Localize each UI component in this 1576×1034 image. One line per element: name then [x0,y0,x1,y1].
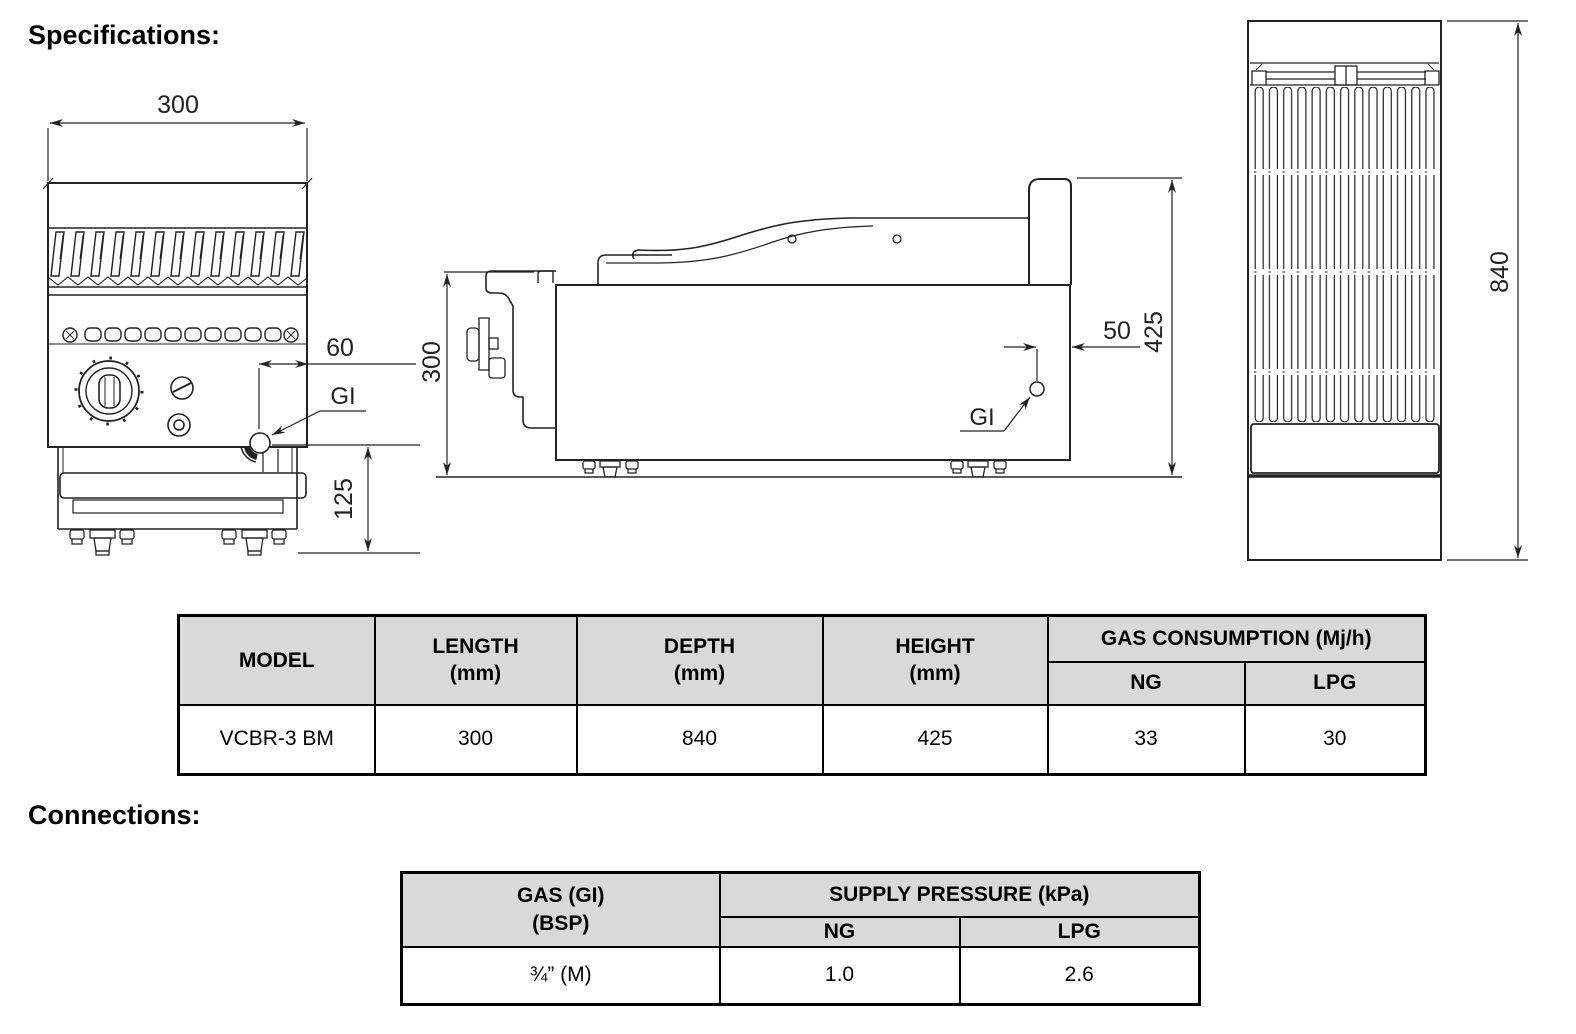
spec-header-model: MODEL [177,614,376,706]
spec-cell-height: 425 [821,703,1049,776]
conn-header-ng: NG [718,915,961,948]
gas-inlet-front [240,432,279,472]
control-knob [74,356,144,426]
front-vent-row [62,327,299,343]
conn-header-lpg: LPG [958,915,1201,948]
conn-cell-gas: ¾” (M) [400,945,721,1006]
conn-header-supply-pressure: SUPPLY PRESSURE (kPa) [718,871,1201,918]
spec-header-lpg: LPG [1243,660,1427,706]
spec-cell-ng: 33 [1046,703,1246,776]
front-gas-offset-dimension [258,360,416,429]
spec-cell-length: 300 [373,703,578,776]
front-body-outline [47,182,308,448]
side-gas-offset-label: 50 [1103,317,1131,345]
side-gi-label: GI [969,404,994,431]
front-gas-offset-label: 60 [326,334,354,362]
spec-header-height: HEIGHT (mm) [821,614,1049,706]
grill-bars [1252,87,1437,422]
piezo-ignitor [167,413,191,437]
specifications-heading: Specifications: [28,20,221,50]
front-base [57,447,307,556]
side-front-height-dimension [443,271,534,475]
gas-inlet-side [1029,381,1045,397]
conn-header-gas: GAS (GI) (BSP) [400,871,721,948]
top-depth-dimension [1447,20,1528,561]
grease-tray [1248,423,1441,478]
side-gas-offset-dimension [1004,343,1140,381]
side-total-height-dimension [1077,177,1182,475]
front-base-height-label: 125 [330,478,358,520]
spec-header-length: LENGTH (mm) [373,614,578,706]
side-body-outline [537,178,1072,461]
side-front-height-label: 300 [418,341,446,383]
pilot-screw [170,376,194,400]
spec-header-gas-consumption: GAS CONSUMPTION (Mj/h) [1046,614,1427,663]
spec-header-ng: NG [1046,660,1246,706]
front-base-height-dimension [272,444,420,554]
spec-cell-lpg: 30 [1243,703,1427,776]
front-width-label: 300 [157,91,199,119]
grill-teeth [48,229,307,279]
top-body-outline [1247,20,1442,561]
connections-table-row: ¾” (M) 1.0 2.6 [400,945,1201,1006]
top-view-drawing: 840 [1247,20,1528,561]
side-feet [582,460,1007,478]
conn-cell-ng: 1.0 [718,945,961,1006]
side-total-height-label: 425 [1140,311,1168,353]
right-clip [1424,70,1440,85]
connections-table: GAS (GI) (BSP) SUPPLY PRESSURE (kPa) NG … [400,871,1202,1006]
spec-cell-depth: 840 [575,703,824,776]
spec-cell-model: VCBR-3 BM [177,703,376,776]
spec-header-depth: DEPTH (mm) [575,614,824,706]
top-depth-label: 840 [1486,251,1514,293]
front-gi-leader [271,410,366,436]
front-view-drawing: 300 [42,91,420,556]
specifications-table: MODEL LENGTH (mm) DEPTH (mm) HEIGHT (mm)… [177,614,1427,776]
top-frame-band [1250,62,1440,86]
front-gi-label: GI [330,383,355,410]
side-control-console [466,270,556,429]
side-view-drawing: 300 425 50 GI [418,177,1182,478]
spec-table-row: VCBR-3 BM 300 840 425 33 30 [177,703,1427,776]
side-gi-leader [960,396,1031,432]
front-width-dimension [42,119,313,190]
connections-heading: Connections: [28,800,201,830]
left-clip [1251,70,1267,85]
conn-cell-lpg: 2.6 [958,945,1201,1006]
